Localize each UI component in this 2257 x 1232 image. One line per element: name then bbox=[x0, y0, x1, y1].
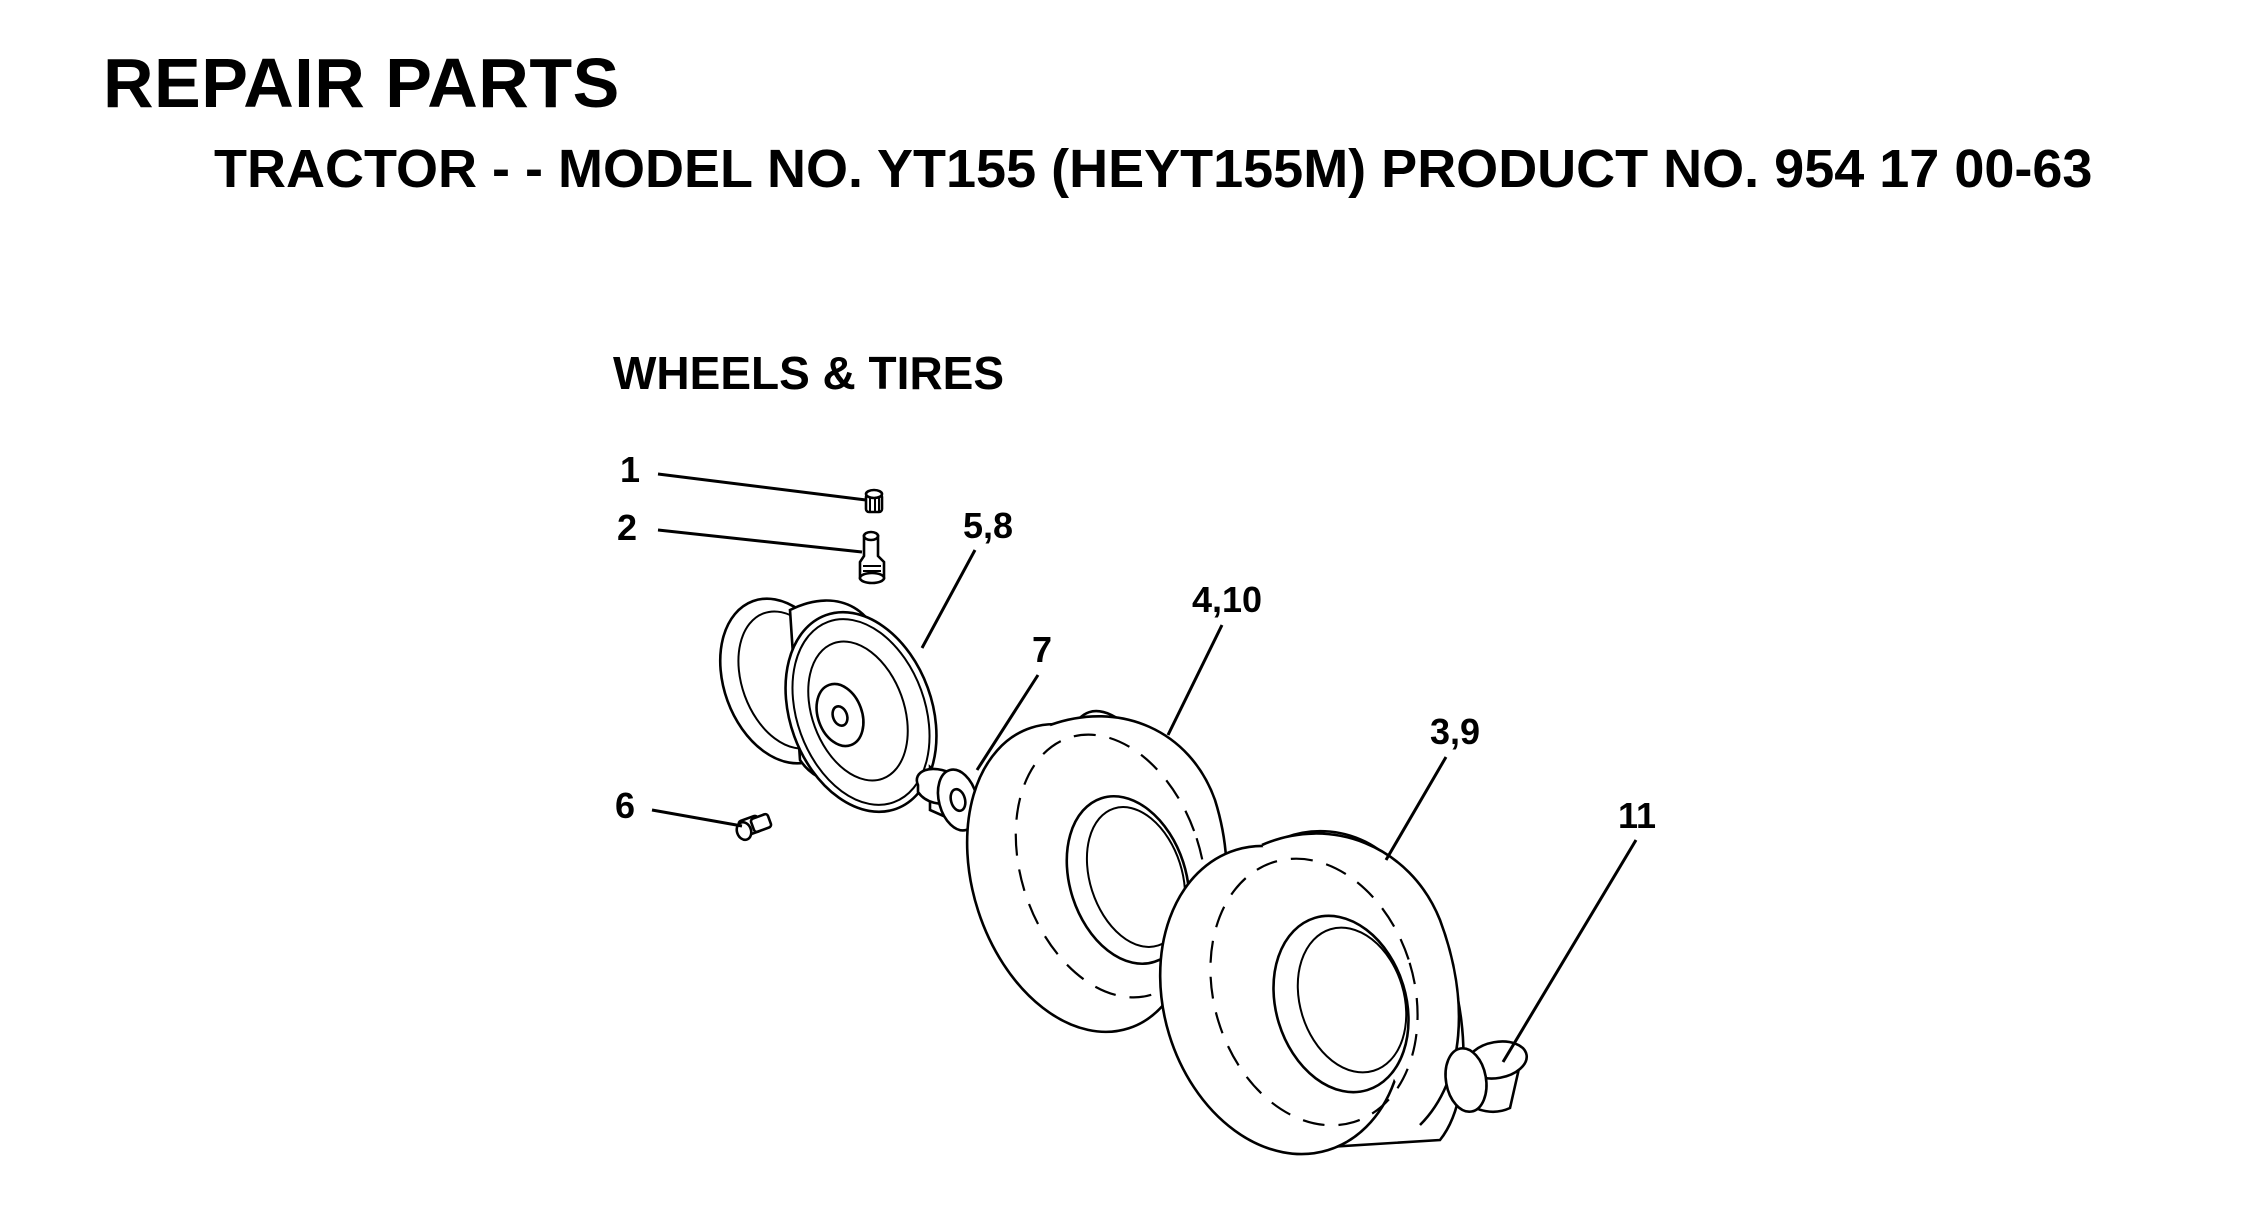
callouts: 1 2 5,8 7 4,10 3,9 6 11 bbox=[615, 449, 1656, 836]
page-title: REPAIR PARTS bbox=[103, 44, 620, 122]
part-grease-fitting bbox=[735, 812, 773, 842]
callout-7: 7 bbox=[1032, 629, 1052, 670]
part-rim bbox=[718, 597, 938, 814]
leader-lines bbox=[651, 472, 1638, 1063]
part-hub-cap bbox=[1444, 1040, 1529, 1114]
part-valve-cap bbox=[864, 488, 884, 514]
section-title: WHEELS & TIRES bbox=[613, 347, 1005, 399]
callout-11: 11 bbox=[1618, 795, 1656, 836]
part-valve-stem bbox=[858, 530, 886, 585]
callout-5-8: 5,8 bbox=[963, 505, 1013, 546]
part-front-tire bbox=[965, 709, 1228, 1034]
part-rear-tire bbox=[1158, 829, 1465, 1156]
callout-3-9: 3,9 bbox=[1430, 711, 1480, 752]
page-subtitle: TRACTOR - - MODEL NO. YT155 (HEYT155M) P… bbox=[214, 139, 2093, 199]
part-bushing bbox=[915, 764, 980, 832]
callout-2: 2 bbox=[617, 507, 637, 548]
callout-6: 6 bbox=[615, 785, 635, 826]
callout-1: 1 bbox=[620, 449, 640, 490]
callout-4-10: 4,10 bbox=[1192, 579, 1262, 620]
